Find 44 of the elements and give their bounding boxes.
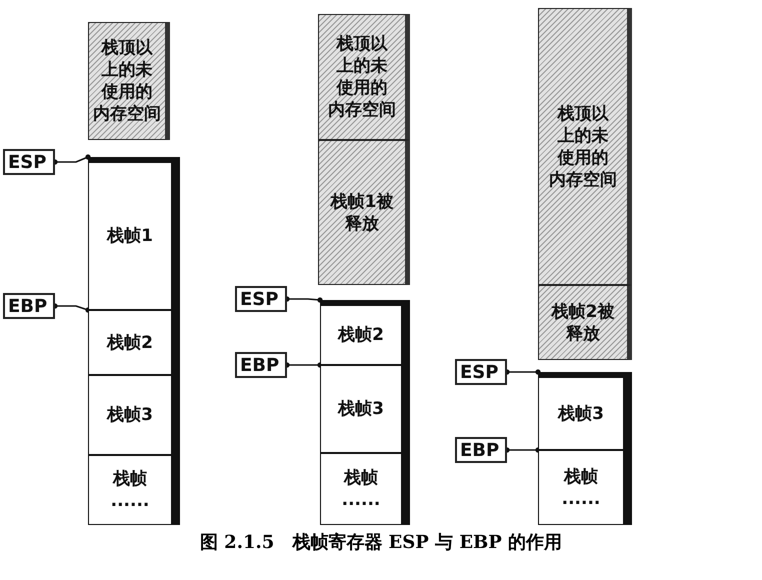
memory-label: 栈顶以上的未使用的内存空间 — [93, 37, 161, 125]
frame-label: 栈帧1 — [107, 225, 153, 247]
frame-label: 栈帧2 — [107, 332, 153, 354]
register-box — [235, 286, 287, 312]
stack-frame-box — [538, 372, 632, 450]
register-label: ESP — [460, 362, 498, 382]
unused-memory-block — [88, 22, 170, 140]
released-frame-block — [538, 285, 632, 360]
register-box — [235, 352, 287, 378]
stack-frame-box — [538, 450, 632, 525]
stack-frame-box — [320, 365, 410, 453]
stack-frame-box — [320, 453, 410, 525]
frame-label: ...... — [562, 488, 600, 510]
stack-frame-box — [88, 455, 180, 525]
figure-caption: 图 2.1.5 栈帧寄存器 ESP 与 EBP 的作用 — [198, 531, 564, 554]
unused-memory-block — [538, 8, 632, 285]
register-box — [455, 437, 507, 463]
frame-label: 栈帧3 — [107, 404, 153, 426]
frame-label: 栈帧 — [564, 466, 598, 488]
register-label: EBP — [8, 296, 48, 316]
register-label: ESP — [8, 152, 46, 172]
register-box — [3, 149, 55, 175]
stack-frame-box — [88, 310, 180, 375]
stack-frame-box — [88, 157, 180, 310]
register-box — [3, 293, 55, 319]
frame-label: 栈帧3 — [338, 398, 384, 420]
frame-label: ...... — [110, 490, 150, 512]
register-label: EBP — [240, 354, 280, 376]
frame-label: 栈帧 — [113, 468, 147, 490]
memory-label: 栈帧2被释放 — [552, 300, 614, 344]
frame-label: 栈帧 — [344, 467, 378, 489]
memory-label: 栈顶以上的未使用的内存空间 — [549, 102, 617, 190]
register-box — [455, 359, 507, 385]
memory-label: 栈帧1被释放 — [330, 190, 394, 234]
memory-label: 栈顶以上的未使用的内存空间 — [328, 33, 396, 121]
unused-memory-block — [318, 14, 410, 140]
frame-label: 栈帧2 — [338, 324, 384, 346]
register-label: ESP — [240, 288, 278, 310]
register-label: EBP — [460, 440, 500, 460]
stack-frame-box — [320, 300, 410, 365]
frame-label: 栈帧3 — [558, 402, 604, 424]
released-frame-block — [318, 140, 410, 285]
stack-frame-box — [88, 375, 180, 455]
frame-label: ...... — [342, 489, 380, 511]
